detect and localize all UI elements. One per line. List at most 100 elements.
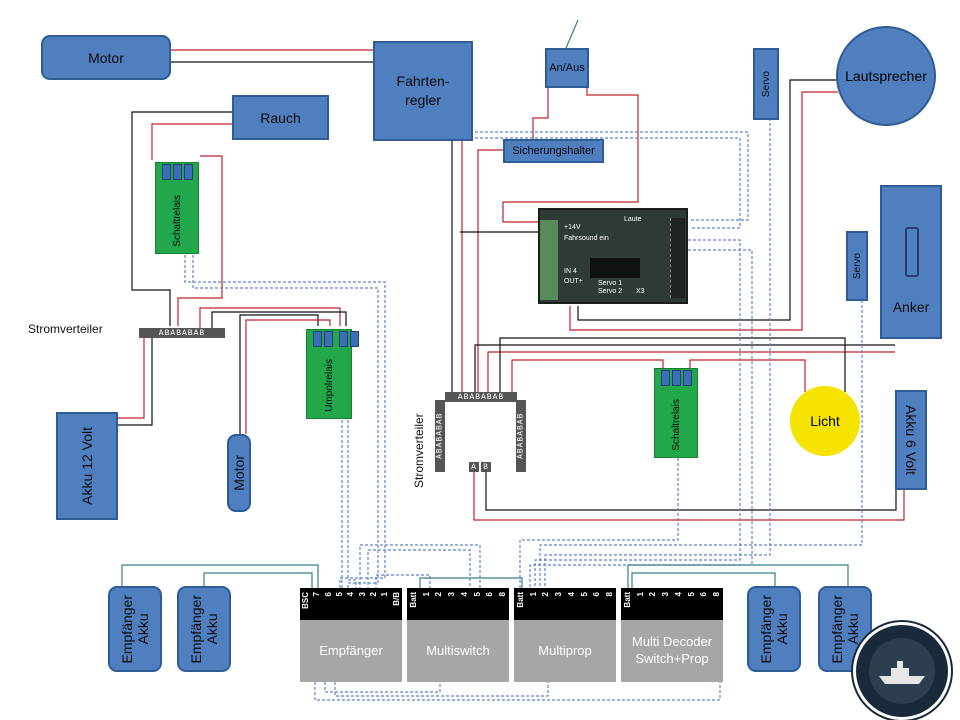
- an-aus-box: An/Aus: [545, 48, 589, 88]
- pin-label: 3: [447, 592, 457, 597]
- pin-label: 6: [592, 592, 602, 597]
- pin-label: 5: [335, 592, 345, 597]
- relay-pins: [162, 164, 193, 180]
- pin-a-text: A: [471, 462, 477, 472]
- akku6-box: Akku 6 Volt: [895, 390, 927, 490]
- dashed-bottom-1: [314, 682, 721, 701]
- modellbaudeluxe-logo: [853, 622, 951, 720]
- sound-text-5: Servo 1: [598, 280, 623, 287]
- pin-label: Batt: [622, 592, 632, 608]
- sicherungshalter-label: Sicherungshalter: [512, 145, 595, 157]
- schaltrelais-right: Schaltrelais: [654, 368, 698, 458]
- empf-akku-3-label: Empfänger Akku: [758, 594, 790, 664]
- pin-label: 5: [579, 592, 589, 597]
- pin-label: 1: [635, 592, 645, 597]
- multiprop-module: Batt 1 2 3 4 5 6 8 Multiprop: [514, 588, 616, 682]
- pin-label: 6: [323, 592, 333, 597]
- stromverteiler-left-label: Stromverteiler: [28, 322, 103, 336]
- sound-text-8: Laute: [624, 216, 642, 223]
- pin-b-text: B: [483, 462, 489, 472]
- dashed-umpol2: [347, 420, 357, 590]
- multi-decoder-pin-header: Batt 1 2 3 4 5 6 8: [621, 588, 723, 620]
- dashed-servo: [544, 118, 771, 590]
- pin-label: 3: [357, 592, 367, 597]
- wire-relay-red: [689, 359, 806, 392]
- fahrtenregler-box: Fahrten- regler: [373, 41, 473, 141]
- multiprop-pin-header: Batt 1 2 3 4 5 6 8: [514, 588, 616, 620]
- pin-a: A: [469, 462, 479, 472]
- relay-pins: [313, 331, 359, 347]
- pin-label: 5: [472, 592, 482, 597]
- dashed-rel2: [192, 250, 379, 590]
- sound-text-4: OUT+: [564, 278, 583, 285]
- anker-slot: [905, 227, 919, 277]
- sound-text-7: X3: [636, 288, 645, 295]
- empfaenger-pin-header: BSC 7 6 5 4 3 2 1 B/B: [300, 588, 402, 620]
- pin-label: 6: [699, 592, 709, 597]
- pin-label: Batt: [515, 592, 525, 608]
- pin-label: 5: [686, 592, 696, 597]
- multiswitch-pin-header: Batt 1 2 3 4 5 6 8: [407, 588, 509, 620]
- wire-rauch-red: [151, 123, 232, 326]
- fahrtenregler-label: Fahrten- regler: [396, 73, 450, 108]
- pin-label: 8: [498, 592, 508, 597]
- pin-label: 2: [648, 592, 658, 597]
- akku6-label: Akku 6 Volt: [903, 404, 919, 476]
- dashed-fr-2: [470, 137, 741, 229]
- pin-label: 1: [528, 592, 538, 597]
- wire-anaus-red1: [532, 88, 549, 140]
- akku12-box: Akku 12 Volt: [56, 412, 118, 520]
- servo-top-box: Servo: [753, 48, 779, 120]
- pin-label: 8: [605, 592, 615, 597]
- licht-label: Licht: [810, 413, 840, 429]
- umpolrelais-label: Umpolrelais: [323, 359, 335, 412]
- pin-label: 1: [421, 592, 431, 597]
- terminal-block: [540, 220, 558, 300]
- empfaenger-module: BSC 7 6 5 4 3 2 1 B/B Empfänger: [300, 588, 402, 682]
- schaltrelais-left-label: Schaltrelais: [171, 195, 183, 247]
- rauch-box: Rauch: [232, 95, 329, 140]
- teal-mid-1: [419, 577, 523, 590]
- multiswitch-module-name: Multiswitch: [426, 642, 490, 658]
- pin-label: 4: [673, 592, 683, 597]
- strip-right-right-text: ABABABAB: [516, 412, 526, 460]
- empf-akku-1-label: Empfänger Akku: [119, 594, 151, 664]
- wire-umpol-red: [245, 319, 331, 434]
- wire-sv-black1: [474, 344, 895, 392]
- wire-akku6-red: [473, 470, 905, 521]
- wire-laut-black: [577, 79, 838, 321]
- lautsprecher-circle: Lautsprecher: [836, 26, 936, 126]
- sicherungshalter-box: Sicherungshalter: [503, 139, 604, 163]
- pin-label: 6: [485, 592, 495, 597]
- strip-right-top-text: ABABABAB: [457, 392, 505, 402]
- stromverteiler-right-top: ABABABAB: [445, 392, 517, 402]
- pin-label: Batt: [408, 592, 418, 608]
- an-aus-label: An/Aus: [549, 62, 585, 74]
- sound-text-1: +14V: [564, 224, 581, 231]
- servo-right-box: Servo: [846, 231, 868, 301]
- pin-label: 2: [434, 592, 444, 597]
- schaltrelais-right-label: Schaltrelais: [670, 399, 682, 451]
- strip-right-left-text: ABABABAB: [435, 412, 445, 460]
- motor-top-label: Motor: [88, 49, 124, 66]
- heatsink: [590, 258, 640, 278]
- multiprop-module-name: Multiprop: [538, 642, 592, 658]
- empf-akku-2-label: Empfänger Akku: [188, 594, 220, 664]
- sound-text-2: Fahrsound ein: [564, 235, 609, 242]
- dashed-mid-1: [359, 544, 481, 590]
- motor-small-label: Motor: [231, 455, 247, 491]
- wire-umpol-supply-black: [211, 311, 347, 330]
- dashed-mid-2: [367, 549, 471, 590]
- teal-akku-4: [627, 564, 849, 590]
- wire-anaus-red2: [502, 88, 639, 223]
- multi-decoder-module: Batt 1 2 3 4 5 6 8 Multi Decoder Switch+…: [621, 588, 723, 682]
- pin-label: 4: [566, 592, 576, 597]
- pin-label: 4: [459, 592, 469, 597]
- wire-laut-red: [569, 91, 838, 331]
- pin-b: B: [481, 462, 491, 472]
- dashed-sound-1: [534, 239, 741, 590]
- dashed-rel1: [184, 250, 386, 590]
- stromverteiler-right-left: ABABABAB: [435, 400, 445, 472]
- empfaenger-akku-1: Empfänger Akku: [108, 586, 162, 672]
- dashed-sound-2: [529, 249, 753, 590]
